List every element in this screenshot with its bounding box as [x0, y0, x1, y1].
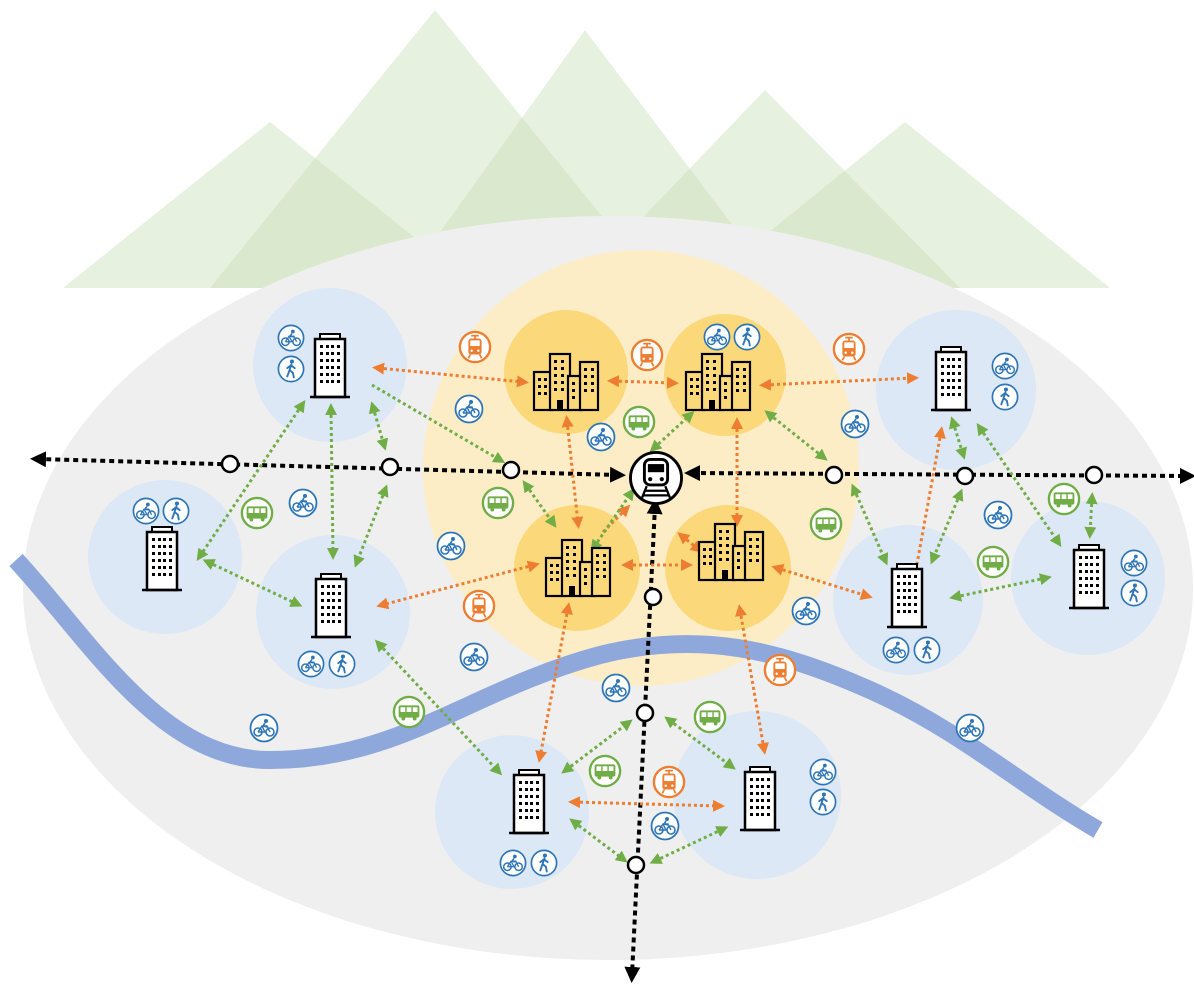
- tram-link: [910, 426, 946, 581]
- bicycle-icon: [601, 673, 631, 703]
- office-building-icon: [311, 572, 351, 639]
- station-stop: [1084, 465, 1104, 485]
- office-building-icon: [142, 525, 182, 592]
- station-stop: [220, 454, 240, 474]
- tram-link: [607, 375, 679, 389]
- bus-icon: [622, 405, 656, 439]
- pedestrian-icon: [1120, 579, 1148, 607]
- bicycle-icon: [288, 488, 318, 518]
- bicycle-icon: [809, 758, 837, 786]
- bus-link: [522, 480, 557, 528]
- station-stop: [501, 460, 521, 480]
- tram-icon: [630, 338, 664, 372]
- train-station-icon: [629, 451, 683, 505]
- tram-icon: [652, 765, 686, 799]
- bus-link: [590, 488, 635, 552]
- bus-link: [202, 559, 303, 607]
- bus-icon: [392, 695, 426, 729]
- bus-link: [850, 483, 889, 566]
- tram-link: [376, 560, 540, 610]
- pedestrian-icon: [277, 355, 305, 383]
- bicycle-icon: [791, 596, 821, 626]
- station-stop: [824, 465, 844, 485]
- pedestrian-icon: [809, 788, 837, 816]
- bus-link: [649, 410, 695, 453]
- bus-icon: [976, 545, 1010, 579]
- bus-link: [371, 383, 506, 464]
- bicycle-icon: [882, 636, 910, 664]
- tram-icon: [462, 589, 496, 623]
- bicycle-icon: [436, 531, 466, 561]
- office-building-icon: [1069, 543, 1109, 610]
- station-stop: [955, 466, 975, 486]
- tram-link: [372, 362, 529, 388]
- tram-icon: [763, 653, 797, 687]
- bus-link: [325, 403, 339, 560]
- bus-icon: [809, 507, 843, 541]
- pedestrian-icon: [913, 636, 941, 664]
- bus-link: [649, 826, 729, 864]
- bus-link: [976, 423, 1062, 547]
- bus-icon: [588, 754, 622, 788]
- office-building-icon: [740, 765, 780, 832]
- bus-icon: [693, 700, 727, 734]
- bicycle-icon: [586, 422, 616, 452]
- rail-stations: [220, 454, 1104, 875]
- mountain: [63, 122, 478, 288]
- bicycle-icon: [249, 713, 279, 743]
- bus-icon: [1047, 482, 1081, 516]
- bus-links: [196, 383, 1098, 864]
- tram-links: [372, 362, 946, 812]
- bicycle-icon: [955, 713, 985, 743]
- bicycle-icon: [132, 497, 160, 525]
- tram-icon: [458, 330, 492, 364]
- bus-link: [374, 639, 503, 776]
- pedestrian-icon: [733, 323, 761, 351]
- pedestrian-icon: [991, 383, 1019, 411]
- bus-icon: [481, 486, 515, 520]
- rail-line-south: [624, 498, 663, 983]
- bus-link: [561, 719, 633, 774]
- bicycle-icon: [1120, 549, 1148, 577]
- bicycle-icon: [277, 324, 305, 352]
- office-building-icon: [887, 562, 927, 629]
- station-stop: [380, 457, 400, 477]
- bicycle-icon: [459, 642, 489, 672]
- tram-link: [561, 415, 584, 529]
- bus-link: [196, 400, 306, 561]
- office-building-icon: [509, 768, 549, 835]
- bus-link: [664, 716, 736, 770]
- pedestrian-icon: [530, 849, 558, 877]
- bus-icon: [240, 496, 274, 530]
- tram-link: [759, 372, 919, 391]
- tram-link: [568, 796, 725, 812]
- bicycle-icon: [499, 849, 527, 877]
- office-building-icon: [310, 332, 350, 399]
- station-stop: [626, 855, 646, 875]
- bicycle-icon: [297, 650, 325, 678]
- bicycle-icon: [840, 409, 870, 439]
- tram-link: [535, 602, 573, 763]
- office-building-icon: [931, 345, 971, 412]
- tram-icon: [832, 332, 866, 366]
- pedestrian-icon: [328, 650, 356, 678]
- bicycle-icon: [983, 500, 1013, 530]
- bus-link: [368, 401, 389, 451]
- bicycle-icon: [703, 323, 731, 351]
- pedestrian-icon: [162, 497, 190, 525]
- bicycle-icon: [454, 394, 484, 424]
- bus-link: [569, 818, 628, 863]
- station-stop: [635, 703, 655, 723]
- station-stop: [643, 587, 663, 607]
- bicycle-icon: [650, 811, 680, 841]
- bicycle-icon: [991, 352, 1019, 380]
- rail-line-east: [684, 465, 1194, 484]
- tram-link: [771, 564, 873, 600]
- bus-link: [353, 484, 389, 568]
